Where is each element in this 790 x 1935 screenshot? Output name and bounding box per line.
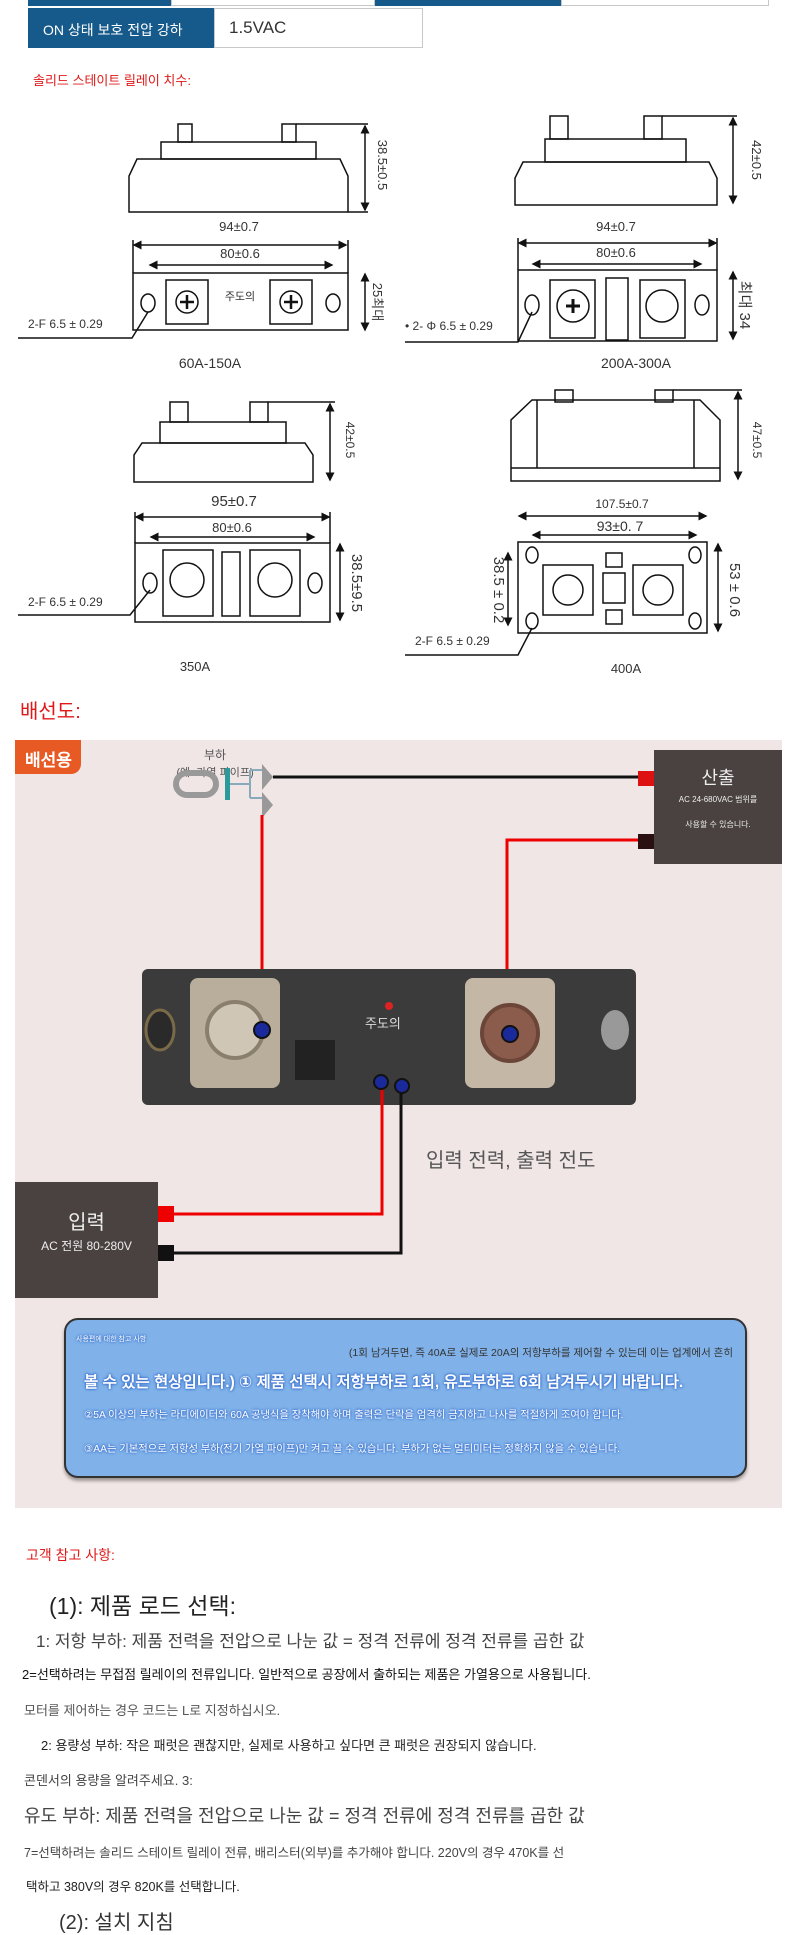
dim-width-200a: 94±0.7 — [596, 219, 636, 234]
dim-width-350a: 95±0.7 — [211, 493, 257, 510]
top-view-400a — [405, 511, 723, 656]
note-line: 2=선택하려는 무접점 릴레이의 전류입니다. 일반적으로 공장에서 출하되는 … — [22, 1667, 591, 1682]
heating-pipe-icon — [173, 764, 273, 818]
dim-depth-200a: 최대 34 — [736, 281, 753, 329]
output-note: 사용할 수 있습니다. — [685, 820, 751, 829]
output-title: 산출 — [701, 768, 735, 788]
input-title: 입력 — [68, 1212, 105, 1234]
usage-notes-box: 사용편에 대한 참고 사항 (1회 남겨두면, 즉 40A로 실제로 20A의 … — [64, 1318, 747, 1478]
note-line: 7=선택하려는 솔리드 스테이트 릴레이 전류, 배리스터(외부)를 추가해야 … — [24, 1846, 565, 1860]
dim-depth-350a: 38.5±9.5 — [348, 554, 365, 612]
table-header-cell — [375, 0, 561, 6]
notes-line1: (1회 남겨두면, 즉 40A로 실제로 20A의 저항부하를 제어할 수 있는… — [348, 1347, 733, 1359]
side-view-60a — [128, 123, 370, 213]
table-cell — [171, 0, 375, 6]
table-cell — [561, 0, 769, 6]
notes-line3: ②5A 이상의 부하는 라디에이터와 60A 공냉식을 장착해야 하며 출력은 … — [84, 1410, 624, 1421]
spec-value: 1.5VAC — [214, 8, 423, 48]
section-1-title: (1): 제품 로드 선택: — [49, 1593, 237, 1619]
dimension-drawings: 38.5±0.5 94±0.7 80±0.6 주도의 25최대 2-F 6.5 … — [18, 115, 764, 676]
dim-hole-60a: 2-F 6.5 ± 0.29 — [28, 317, 103, 331]
dim-hole-350a: 2-F 6.5 ± 0.29 — [28, 595, 103, 609]
input-terminal-dot — [373, 1074, 389, 1090]
side-view-400a — [510, 389, 743, 482]
side-view-350a — [133, 401, 335, 483]
output-range: AC 24-680VAC 범위를 — [678, 795, 758, 804]
spec-label: ON 상태 보호 전압 강하 — [28, 8, 214, 48]
dim-depth-60a: 25최대 — [370, 283, 385, 321]
top-view-60a — [18, 240, 370, 339]
table-header-cell — [28, 0, 171, 6]
customer-notes-heading: 고객 참고 사항: — [26, 1547, 115, 1563]
dim-hole-200a: • 2- Φ 6.5 ± 0.29 — [405, 319, 493, 333]
notes-line2: 볼 수 있는 현상입니다.) ① 제품 선택시 저항부하로 1회, 유도부하로 … — [84, 1374, 684, 1391]
wiring-diagram: 배선용 부하 (예: 가열 파이프) 주도의 산출 AC 24-680VAC 범… — [15, 740, 782, 1508]
notes-title: 사용편에 대한 참고 사항 — [76, 1336, 147, 1343]
dim-depth-400a: 53 ± 0.6 — [726, 563, 743, 617]
dimensions-heading: 솔리드 스테이트 릴레이 치수: — [33, 73, 191, 88]
dim-spacing-350a: 80±0.6 — [212, 520, 252, 535]
section-2-title: (2): 설치 지침 — [59, 1912, 174, 1934]
dim-spacing-60a: 80±0.6 — [220, 246, 260, 261]
wiring-caption: 입력 전력, 출력 전도 — [426, 1150, 596, 1172]
input-range: AC 전원 80-280V — [41, 1239, 132, 1253]
wiring-tag: 배선용 — [15, 740, 81, 774]
load-label: 부하 — [203, 748, 227, 762]
dim-height-60a: 38.5±0.5 — [375, 140, 390, 191]
led-indicator — [385, 1002, 393, 1010]
model-label-400a: 400A — [611, 661, 642, 676]
model-label-350a: 350A — [180, 659, 211, 674]
note-line: 유도 부하: 제품 전력을 전압으로 나눈 값 = 정격 전류에 정격 전류를 … — [24, 1806, 585, 1826]
dim-height-350a: 42±0.5 — [343, 422, 357, 459]
note-line: 2: 용량성 부하: 작은 패럿은 괜찮지만, 실제로 사용하고 싶다면 큰 패… — [41, 1738, 537, 1753]
model-label-200a: 200A-300A — [601, 355, 672, 371]
model-label-60a: 60A-150A — [179, 355, 242, 371]
wiring-lines — [142, 764, 654, 1261]
dim-height-200a: 42±0.5 — [749, 140, 764, 180]
top-view-200a — [405, 238, 738, 343]
dim-height-400a: 47±0.5 — [750, 422, 764, 459]
input-box: 입력 AC 전원 80-280V — [15, 1182, 158, 1298]
note-line: 모터를 제어하는 경우 코드는 L로 지정하십시오. — [24, 1703, 281, 1718]
terminal-dot — [501, 1025, 519, 1043]
dim-spacing-200a: 80±0.6 — [596, 245, 636, 260]
ssr-photo — [142, 969, 636, 1105]
input-terminal-dot — [394, 1078, 410, 1094]
top-view-350a — [18, 512, 345, 623]
dim-width-400a: 107.5±0.7 — [595, 497, 649, 511]
wiring-heading: 배선도: — [20, 701, 81, 723]
center-label-60a: 주도의 — [225, 290, 255, 303]
notes-line4: ③AA는 기본적으로 저항성 부하(전기 가열 파이프)만 켜고 끌 수 있습니… — [84, 1444, 621, 1455]
dim-hole-400a: 2-F 6.5 ± 0.29 — [415, 634, 490, 648]
output-box: 산출 AC 24-680VAC 범위를 사용할 수 있습니다. — [654, 750, 782, 864]
side-view-200a — [514, 115, 738, 206]
ssr-label: 주도의 — [365, 1016, 401, 1031]
dim-width-60a: 94±0.7 — [219, 219, 259, 234]
dim-spacing-400a: 93±0. 7 — [597, 518, 644, 534]
terminal-dot — [253, 1021, 271, 1039]
note-line: 택하고 380V의 경우 820K를 선택합니다. — [26, 1880, 240, 1894]
dim-side-400a: 38.5 ± 0.2 — [490, 557, 507, 624]
note-line: 콘덴서의 용량을 알려주세요. 3: — [24, 1773, 193, 1788]
note-line: 1: 저항 부하: 제품 전력을 전압으로 나눈 값 = 정격 전류에 정격 전… — [36, 1632, 585, 1651]
